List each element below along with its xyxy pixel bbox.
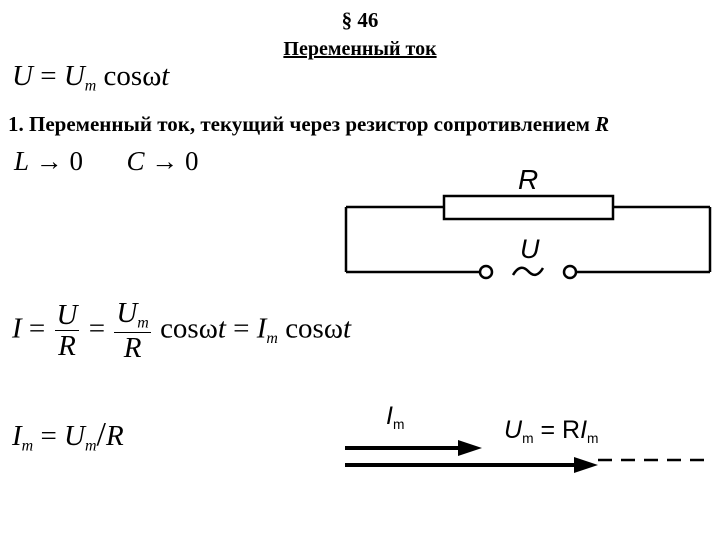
equals-sign: = [88,312,106,345]
arrow: → [151,146,179,176]
resistor [442,194,615,221]
equals-r: = R [540,416,581,444]
current-formula: I = U R = Um R cosωt = Im cosωt [12,298,351,364]
resistance-symbol: R [105,420,124,452]
voltage-formula: U = Um cosωt [12,60,169,96]
fraction: Um R [114,297,151,365]
subscript-m: m [84,77,97,95]
equals-sign: = [40,60,57,92]
resistor-label: R [518,164,539,195]
section-heading: 1. Переменный ток, текущий через резисто… [8,112,609,137]
heading-number: 1. [8,112,24,136]
equals-sign: = [40,420,57,452]
amplitude-voltage-symbol: U [63,60,85,92]
heading-symbol: R [595,112,610,136]
subscript-m: m [522,430,534,446]
numerator: U [56,298,78,331]
amplitude-formula: Im = Um/R [12,416,124,456]
voltage-arrowhead [574,457,598,473]
current-symbol: I [12,312,22,345]
omega-symbol: ω [198,312,218,345]
subscript-m: m [137,314,149,332]
equals-sign: = [28,312,46,345]
zero: 0 [69,146,84,176]
amplitude-voltage-symbol: U [64,420,85,452]
arrow: → [35,146,63,176]
cos-function: cos [103,60,143,92]
voltage-symbol: U [504,416,523,444]
subscript-m: m [266,330,278,348]
voltage-symbol: U [12,60,33,92]
subscript-m: m [392,416,405,432]
section-number: § 46 [341,8,379,32]
denominator: R [58,330,76,363]
omega-symbol: ω [142,60,162,92]
ac-source-icon [511,266,545,277]
voltage-phasor-label: Um = RIm [504,416,599,446]
subscript-m: m [85,437,97,455]
current-symbol: I [580,416,588,444]
time-symbol: t [342,312,352,345]
heading-text: Переменный ток, текущий через резистор с… [29,112,590,136]
limits-formula: L → 0 C → 0 [14,146,199,177]
current-symbol: I [386,402,393,430]
omega-symbol: ω [323,312,343,345]
terminal-left [478,264,494,280]
current-arrowhead [458,440,482,456]
cos-function: cos [285,312,324,345]
time-symbol: t [161,60,170,92]
amplitude-current-symbol: I [12,420,22,452]
time-symbol: t [217,312,226,345]
current-phasor-label: Im [386,402,404,432]
zero: 0 [185,146,199,176]
denominator: R [123,332,142,365]
subscript-m: m [587,430,599,446]
fraction: U R [54,298,80,363]
subscript-m: m [21,437,34,455]
terminal-right [562,264,578,280]
inductance-symbol: L [14,146,30,176]
equals-sign: = [233,312,250,345]
division-slash: / [96,416,106,453]
numerator: U [116,297,138,329]
amplitude-current-symbol: I [256,312,267,345]
capacitance-symbol: C [126,146,145,176]
cos-function: cos [160,312,199,345]
page-title: Переменный ток [283,38,437,60]
source-label: U [520,234,540,264]
